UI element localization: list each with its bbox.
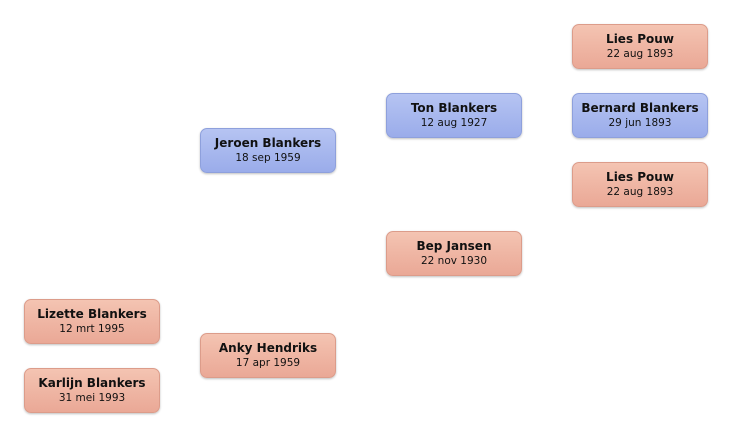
- person-name: Lies Pouw: [606, 32, 674, 47]
- person-birthdate: 29 jun 1893: [608, 116, 672, 129]
- person-card-ton-blankers[interactable]: Ton Blankers 12 aug 1927: [386, 93, 522, 138]
- person-birthdate: 22 nov 1930: [420, 254, 488, 267]
- person-card-jeroen-blankers[interactable]: Jeroen Blankers 18 sep 1959: [200, 128, 336, 173]
- person-name: Anky Hendriks: [218, 341, 318, 356]
- person-name: Ton Blankers: [410, 101, 498, 116]
- person-name: Karlijn Blankers: [38, 376, 146, 391]
- person-birthdate: 18 sep 1959: [235, 151, 301, 164]
- person-birthdate: 22 aug 1893: [606, 185, 674, 198]
- person-birthdate: 31 mei 1993: [58, 391, 126, 404]
- person-card-lies-pouw-top[interactable]: Lies Pouw 22 aug 1893: [572, 24, 708, 69]
- person-name: Jeroen Blankers: [214, 136, 322, 151]
- person-birthdate: 12 mrt 1995: [59, 322, 125, 335]
- person-birthdate: 17 apr 1959: [235, 356, 301, 369]
- person-card-bep-jansen[interactable]: Bep Jansen 22 nov 1930: [386, 231, 522, 276]
- person-name: Lies Pouw: [606, 170, 674, 185]
- person-card-anky-hendriks[interactable]: Anky Hendriks 17 apr 1959: [200, 333, 336, 378]
- person-card-bernard-blankers[interactable]: Bernard Blankers 29 jun 1893: [572, 93, 708, 138]
- person-card-lizette-blankers[interactable]: Lizette Blankers 12 mrt 1995: [24, 299, 160, 344]
- person-card-karlijn-blankers[interactable]: Karlijn Blankers 31 mei 1993: [24, 368, 160, 413]
- person-name: Bep Jansen: [416, 239, 492, 254]
- person-name: Bernard Blankers: [581, 101, 699, 116]
- person-birthdate: 12 aug 1927: [420, 116, 488, 129]
- person-name: Lizette Blankers: [37, 307, 147, 322]
- person-birthdate: 22 aug 1893: [606, 47, 674, 60]
- person-card-lies-pouw-bottom[interactable]: Lies Pouw 22 aug 1893: [572, 162, 708, 207]
